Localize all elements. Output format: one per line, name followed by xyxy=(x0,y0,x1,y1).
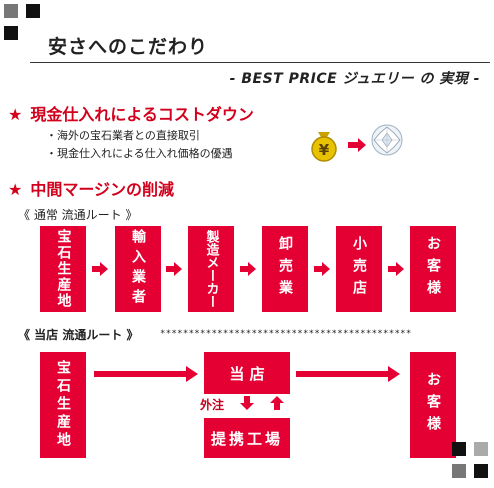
bullet-item: ・海外の宝石業者との直接取引 xyxy=(46,129,200,142)
route-step-label: お客様 xyxy=(425,236,441,302)
route-step-text: 宝石生産地 xyxy=(54,229,73,309)
arrow-right-icon xyxy=(94,366,198,382)
deco-square xyxy=(452,442,466,456)
our-route-label: 《 当店 流通ルート 》 xyxy=(18,328,139,342)
section-title-text: 現金仕入れによるコストダウン xyxy=(30,105,254,124)
arrow-right-icon xyxy=(240,262,256,276)
section-title-text: 中間マージンの削減 xyxy=(30,180,175,199)
normal-route-label: 《 通常 流通ルート 》 xyxy=(18,208,138,222)
diamond-icon xyxy=(371,124,403,156)
route-step-box: 輸入業者 xyxy=(115,226,161,312)
deco-square xyxy=(4,4,18,18)
shop-box: 当 店 xyxy=(204,352,290,394)
outsource-label: 外注 xyxy=(200,398,225,412)
section-margin-cut-title: ★ 中間マージンの削減 xyxy=(8,176,174,200)
route-step-box: 製造メーカー xyxy=(188,226,234,312)
deco-square xyxy=(474,464,488,478)
page-title: 安さへのこだわり xyxy=(48,36,209,58)
yen-symbol: ¥ xyxy=(319,141,330,159)
arrow-right-icon xyxy=(296,366,400,382)
arrow-right-icon xyxy=(388,262,404,276)
route-step-label: 宝石生産地 xyxy=(55,360,71,450)
deco-square xyxy=(452,464,466,478)
route-step-box: 卸売業 xyxy=(262,226,308,312)
bullet-item: ・現金仕入れによる仕入れ価格の優遇 xyxy=(46,147,233,160)
route-step-box: 宝石生産地 xyxy=(40,226,86,312)
deco-square xyxy=(474,442,488,456)
route-step-label: 製造メーカー xyxy=(203,230,219,308)
arrow-right-icon xyxy=(314,262,330,276)
route-step-label: 輸入業者 xyxy=(130,229,146,309)
arrow-right-icon xyxy=(166,262,182,276)
route-step-box: 小売店 xyxy=(336,226,382,312)
page-subtitle: - BEST PRICE ジュエリー の 実現 - xyxy=(229,71,480,87)
section-cost-down-title: ★ 現金仕入れによるコストダウン xyxy=(8,101,254,125)
route-step-label: 小売店 xyxy=(351,236,367,302)
header-divider xyxy=(30,62,490,63)
arrow-right-icon xyxy=(92,262,108,276)
deco-square xyxy=(4,26,18,40)
arrow-up-icon xyxy=(270,396,284,410)
factory-box: 提携工場 xyxy=(204,418,290,458)
route-step-label: 宝石生産地 xyxy=(55,229,72,309)
arrow-down-icon xyxy=(240,396,254,410)
money-bag-icon: ¥ xyxy=(311,132,337,162)
route-step-box: 宝石生産地 xyxy=(40,352,86,458)
star-icon: ★ xyxy=(8,180,23,199)
route-step-label: 卸売業 xyxy=(277,236,293,302)
route-step-box: お客様 xyxy=(410,226,456,312)
star-icon: ★ xyxy=(8,105,23,124)
route-step-box: お客様 xyxy=(410,352,456,458)
arrow-right-icon xyxy=(348,138,366,152)
route-step-label: お客様 xyxy=(425,372,441,438)
deco-square xyxy=(26,4,40,18)
star-divider: ****************************************… xyxy=(160,329,412,339)
